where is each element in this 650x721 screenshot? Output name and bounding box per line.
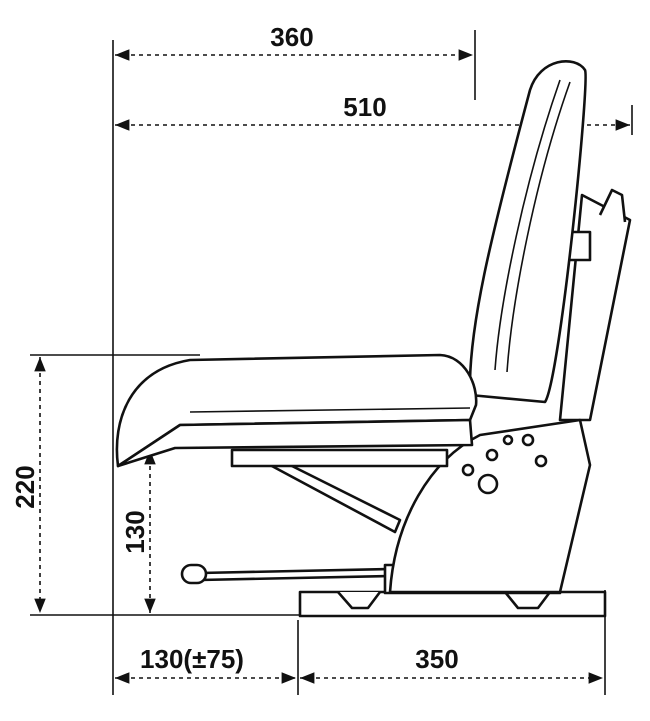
hole xyxy=(477,473,499,495)
dimension-350: 350 xyxy=(300,644,603,684)
dimension-label: 130(±75) xyxy=(140,644,244,674)
dimension-130-height: 130 xyxy=(120,450,156,613)
dimension-label: 220 xyxy=(10,465,40,508)
dimension-360: 360 xyxy=(115,22,473,61)
dimension-220: 220 xyxy=(10,357,46,613)
dimension-label: 360 xyxy=(270,22,313,52)
dimension-510: 510 xyxy=(115,92,630,131)
dimension-label: 350 xyxy=(415,644,458,674)
dimension-130-offset: 130(±75) xyxy=(115,644,296,684)
lever-handle xyxy=(180,563,208,585)
seat-illustration xyxy=(115,60,632,618)
rail-foot xyxy=(337,591,382,610)
dimension-label: 130 xyxy=(120,510,150,553)
dimension-label: 510 xyxy=(343,92,386,122)
